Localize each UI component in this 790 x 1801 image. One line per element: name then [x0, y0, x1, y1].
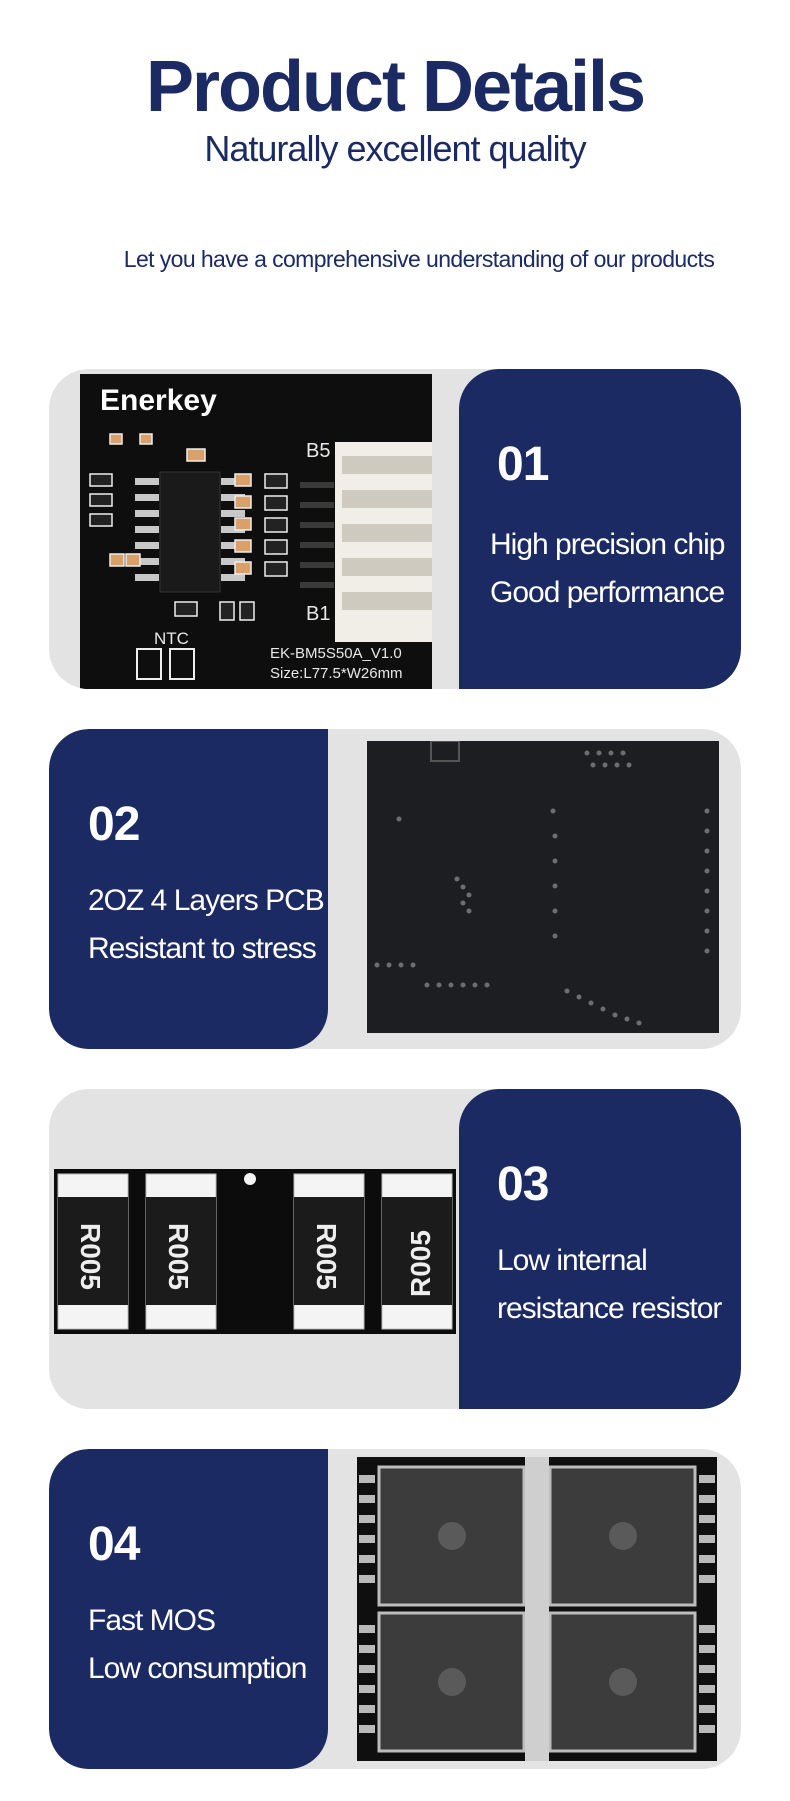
shunt-resistors-photo: R005 R005 R005 R005 — [54, 1169, 456, 1334]
board-b5-label: B5 — [306, 440, 330, 462]
feature-card-3: R005 R005 R005 R005 03 Low internal resi… — [49, 1089, 741, 1409]
feature-card-1: Enerkey B5 B1 NTC EK-BM5S50A_V1.0 Size:L… — [49, 369, 741, 689]
feature-number: 02 — [88, 798, 140, 851]
feature-line-1: Low internal — [497, 1244, 648, 1277]
resistor-code: R005 — [311, 1223, 342, 1290]
feature-panel-4: 04 Fast MOS Low consumption — [49, 1449, 328, 1769]
feature-line-2: resistance resistor — [497, 1292, 722, 1325]
feature-number: 03 — [497, 1158, 549, 1211]
board-size-label: Size:L77.5*W26mm — [270, 665, 403, 682]
feature-line-2: Good performance — [490, 576, 725, 609]
feature-line-1: Fast MOS — [88, 1604, 216, 1637]
feature-card-2: 02 2OZ 4 Layers PCB Resistant to stress — [49, 729, 741, 1049]
board-model-label: EK-BM5S50A_V1.0 — [270, 645, 402, 662]
page-description: Let you have a comprehensive understandi… — [123, 246, 715, 272]
feature-number: 04 — [88, 1518, 140, 1571]
page-subtitle: Naturally excellent quality — [204, 128, 586, 169]
page-title: Product Details — [145, 47, 646, 127]
feature-panel-1: 01 High precision chip Good performance — [459, 369, 741, 689]
feature-panel-2: 02 2OZ 4 Layers PCB Resistant to stress — [49, 729, 328, 1049]
pcb-closeup-photo — [367, 741, 719, 1033]
feature-number: 01 — [497, 438, 549, 491]
board-b1-label: B1 — [306, 603, 330, 625]
board-brand-label: Enerkey — [100, 384, 217, 417]
feature-card-4: 04 Fast MOS Low consumption — [49, 1449, 741, 1769]
feature-line-2: Low consumption — [88, 1652, 307, 1685]
resistor-code: R005 — [163, 1223, 194, 1290]
board-ntc-label: NTC — [154, 629, 189, 648]
feature-line-2: Resistant to stress — [88, 932, 317, 965]
resistor-code: R005 — [75, 1223, 106, 1290]
feature-line-1: 2OZ 4 Layers PCB — [88, 884, 325, 917]
resistor-code: R005 — [405, 1230, 436, 1297]
feature-panel-3: 03 Low internal resistance resistor — [459, 1089, 741, 1409]
mosfet-array-photo — [357, 1457, 717, 1761]
bms-board-photo: Enerkey B5 B1 NTC EK-BM5S50A_V1.0 Size:L… — [80, 374, 432, 689]
feature-line-1: High precision chip — [490, 528, 725, 561]
